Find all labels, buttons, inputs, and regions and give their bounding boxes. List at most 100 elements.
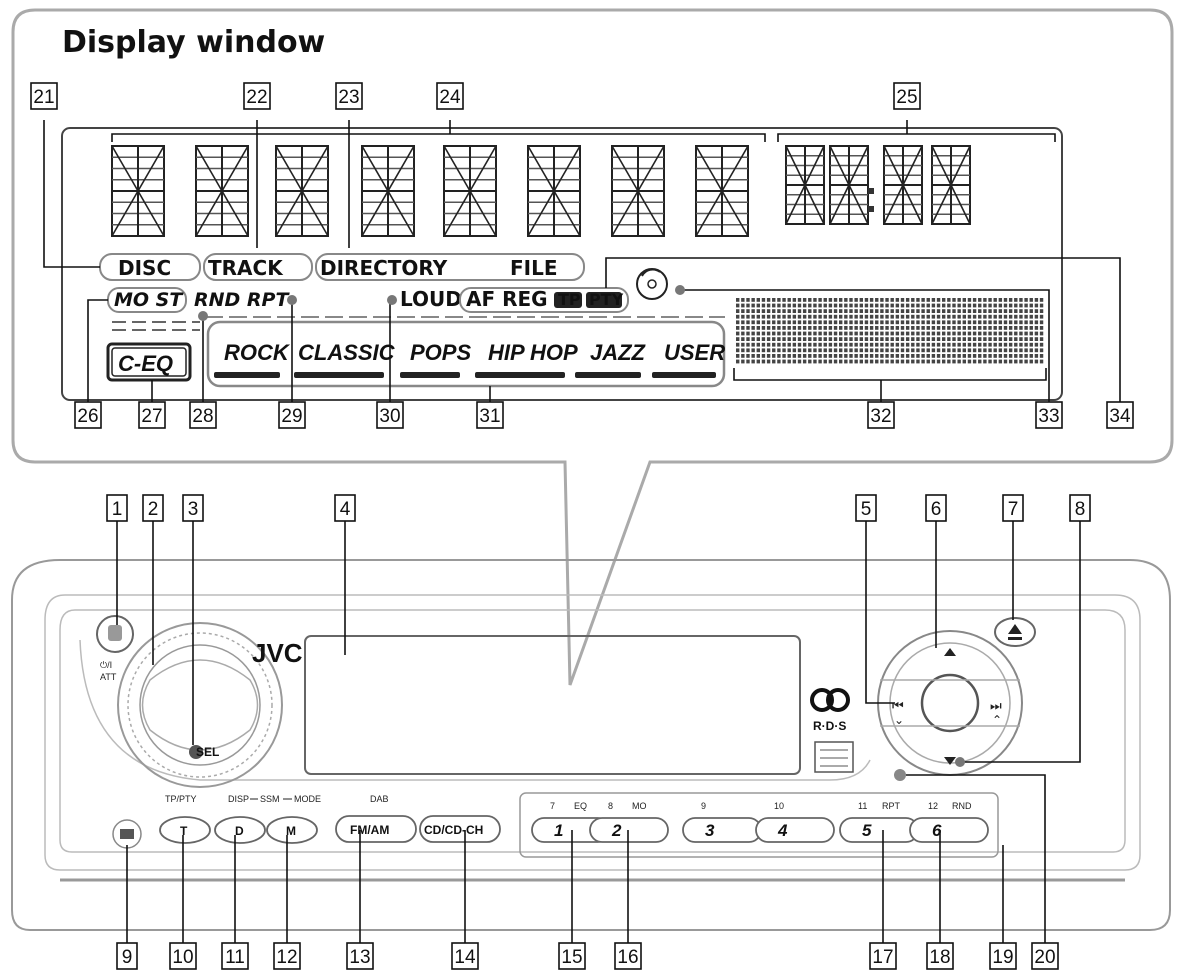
callout-19: 19 (989, 942, 1017, 970)
callout-12: 12 (273, 942, 301, 970)
svg-text:32: 32 (870, 406, 891, 427)
svg-text:⌃: ⌃ (992, 713, 1002, 727)
svg-text:FM/AM: FM/AM (350, 823, 389, 837)
svg-text:6: 6 (932, 821, 942, 840)
svg-text:21: 21 (33, 87, 54, 108)
callout-11: 11 (221, 942, 249, 970)
callout-18: 18 (926, 942, 954, 970)
svg-text:SEL: SEL (196, 745, 219, 759)
svg-text:9: 9 (122, 947, 133, 968)
svg-text:29: 29 (281, 406, 302, 427)
up-arrow-icon[interactable] (944, 648, 956, 656)
preset-caption: RND (952, 801, 972, 811)
preset-caption-num: 9 (701, 801, 706, 811)
main-character-display (111, 145, 749, 237)
segment-cell (785, 145, 825, 225)
segment-cell (443, 145, 497, 237)
preset-button-4[interactable]: 4 (755, 817, 835, 843)
svg-text:26: 26 (77, 406, 98, 427)
eq-mode-3: HIP HOP (488, 340, 578, 365)
track-indicator: TRACK (208, 256, 284, 280)
svg-text:⌄: ⌄ (894, 713, 904, 727)
svg-text:34: 34 (1109, 406, 1131, 427)
callout-15: 15 (558, 942, 586, 970)
svg-text:1: 1 (112, 499, 123, 520)
eq-mode-2: POPS (410, 340, 471, 365)
svg-text:30: 30 (379, 406, 400, 427)
unit-leaders (116, 520, 1081, 950)
callout-33: 33 (1035, 401, 1063, 429)
cd-cd-ch-button[interactable]: CD/CD-CH (419, 815, 501, 843)
callout-22: 22 (243, 82, 271, 110)
callout-3: 3 (182, 494, 204, 522)
eq-mode-box (206, 320, 726, 388)
callout-32: 32 (867, 401, 895, 429)
segment-cell (695, 145, 749, 237)
callout-27: 27 (138, 401, 166, 429)
ssm-caption: SSM (260, 794, 280, 804)
segment-cell (931, 145, 971, 225)
preset-caption-num: 11 (858, 801, 867, 811)
next-track-icon[interactable]: ⏭ ⌃ (990, 699, 1002, 727)
callout-31: 31 (476, 401, 504, 429)
mode-caption: MODE (294, 794, 321, 804)
tp-indicator: TP (558, 290, 581, 309)
svg-text:5: 5 (861, 499, 872, 520)
sel-button[interactable]: SEL (189, 745, 219, 759)
svg-text:⏮: ⏮ (892, 699, 904, 714)
eq-mode-4: JAZZ (590, 340, 647, 365)
callout-29: 29 (278, 401, 306, 429)
svg-text:33: 33 (1038, 406, 1059, 427)
callout-16: 16 (614, 942, 642, 970)
segment-cell (611, 145, 665, 237)
t-button[interactable]: T (159, 816, 211, 844)
svg-text:4: 4 (777, 821, 788, 840)
disc-indicator: DISC (118, 256, 171, 280)
eject-icon (1008, 624, 1022, 640)
preset-button-1[interactable]: 1 (531, 817, 611, 843)
callout-28: 28 (189, 401, 217, 429)
m-button[interactable]: M (266, 816, 318, 844)
rds-logo: R·D·S (810, 688, 850, 733)
power-attenuator-button[interactable] (96, 615, 134, 653)
callout-24: 24 (436, 82, 464, 110)
svg-text:⏭: ⏭ (990, 699, 1002, 714)
svg-text:10: 10 (172, 947, 193, 968)
file-indicator: FILE (510, 256, 558, 280)
c-eq-indicator: C-EQ (106, 342, 192, 382)
preset-button-2[interactable]: 2 (589, 817, 669, 843)
down-arrow-icon[interactable] (944, 757, 956, 765)
eq-mode-bar (575, 372, 641, 378)
compact-disc-logo (814, 741, 854, 773)
eject-button[interactable] (994, 617, 1036, 647)
pty-indicator: PTY (589, 290, 624, 309)
att-label: ATT (100, 672, 117, 682)
callout-20: 20 (1031, 942, 1059, 970)
svg-text:14: 14 (454, 947, 476, 968)
detach-button[interactable] (112, 819, 142, 849)
svg-text:16: 16 (617, 947, 638, 968)
lcd-panel (61, 127, 1063, 401)
svg-text:3: 3 (705, 821, 715, 840)
preset-button-6[interactable]: 6 (909, 817, 989, 843)
callout-30: 30 (376, 401, 404, 429)
eq-mode-bar (294, 372, 384, 378)
disp-caption: DISP (228, 794, 249, 804)
d-button[interactable]: D (214, 816, 266, 844)
callout-5: 5 (855, 494, 877, 522)
svg-text:2: 2 (611, 821, 622, 840)
control-dial[interactable] (117, 622, 283, 788)
dot-matrix-display (736, 298, 1044, 364)
svg-text:13: 13 (349, 947, 370, 968)
remote-sensor (894, 769, 906, 781)
callout-17: 17 (869, 942, 897, 970)
segment-cell (195, 145, 249, 237)
preset-button-5[interactable]: 5 (839, 817, 919, 843)
svg-text:CD/CD-CH: CD/CD-CH (424, 823, 483, 837)
svg-text:18: 18 (929, 947, 950, 968)
preset-caption-num: 10 (774, 801, 784, 811)
svg-text:8: 8 (1075, 499, 1086, 520)
preset-button-3[interactable]: 3 (682, 817, 762, 843)
fm-am-button[interactable]: FM/AM (335, 815, 417, 843)
